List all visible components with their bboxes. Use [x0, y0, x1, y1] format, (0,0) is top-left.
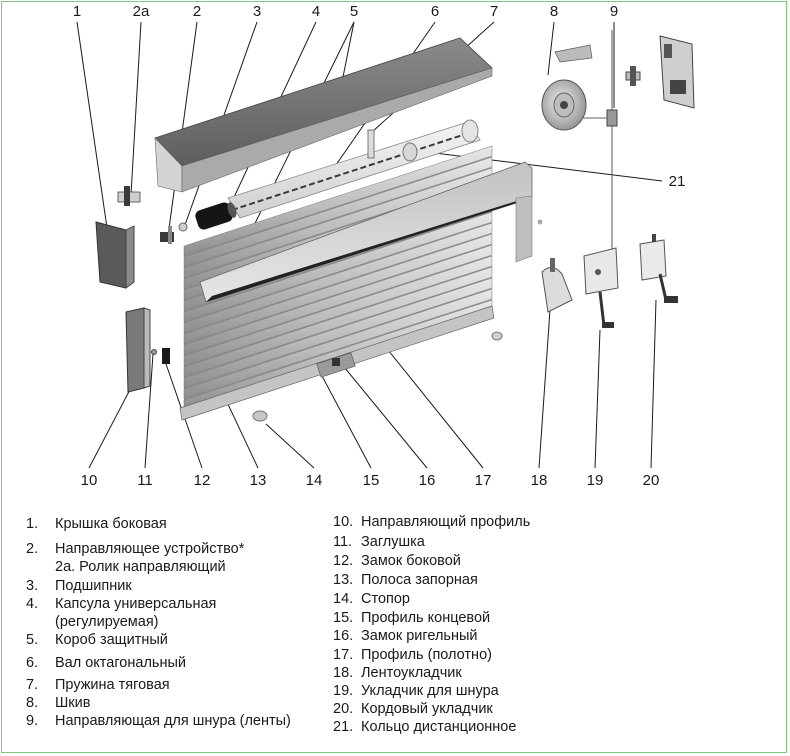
plug	[151, 349, 157, 355]
legend-item: 14.Стопор	[333, 591, 410, 607]
legend-item: 20.Кордовый укладчик	[333, 701, 493, 717]
curtain-slat	[183, 266, 493, 378]
guide-device	[160, 226, 174, 244]
legend-item: 10.Направляющий профиль	[333, 514, 531, 530]
legend-item: 19.Укладчик для шнура	[333, 683, 499, 699]
callout-11: 11	[137, 472, 153, 489]
legend-item: 21.Кольцо дистанционное	[333, 719, 517, 735]
callout-2a: 2a	[133, 3, 150, 20]
mounting-bracket	[659, 35, 695, 109]
callout-13: 13	[250, 472, 267, 489]
legend-item: 3.Подшипник	[26, 578, 132, 594]
callout-1: 1	[73, 3, 81, 20]
guide-roller	[117, 186, 141, 206]
callout-10: 10	[81, 472, 98, 489]
leader-lines	[76, 21, 663, 469]
cord-winder-box	[639, 234, 678, 303]
callout-6: 6	[431, 3, 439, 20]
bracket-clip	[625, 66, 641, 86]
curtain-slat	[183, 211, 493, 323]
stopper-small	[491, 331, 503, 341]
legend-item: 16.Замок ригельный	[333, 628, 478, 644]
universal-capsule	[195, 202, 237, 230]
legend-item: 18.Лентоукладчик	[333, 665, 462, 681]
callout-4: 4	[312, 3, 320, 20]
stopper	[252, 410, 268, 422]
curtain-slat	[183, 277, 493, 389]
curtain-slat	[183, 255, 493, 367]
callout-3: 3	[253, 3, 261, 20]
distance-ring	[402, 142, 418, 162]
bearing	[178, 222, 188, 232]
callout-14: 14	[306, 472, 323, 489]
legend-item: 9.Направляющая для шнура (ленты)	[26, 713, 291, 729]
legend-item: 2а. Ролик направляющий	[55, 559, 226, 575]
legend-item: 13.Полоса запорная	[333, 572, 478, 588]
legend-item: 8.Шкив	[26, 695, 91, 711]
callout-8: 8	[550, 3, 558, 20]
cord-guide	[582, 30, 618, 252]
tape-winder	[541, 258, 573, 313]
legend-item: 2.Направляющее устройство*	[26, 541, 245, 557]
legend-item: 1.Крышка боковая	[26, 516, 167, 532]
legend-item: 6.Вал октагональный	[26, 655, 186, 671]
curtain-slat	[183, 233, 493, 345]
callout-7: 7	[490, 3, 498, 20]
legend-item: 15.Профиль концевой	[333, 610, 491, 626]
callout-9: 9	[610, 3, 618, 20]
curtain-slat	[183, 244, 493, 356]
side-lock	[162, 348, 170, 364]
side-cover	[95, 221, 135, 289]
legend-item: 5.Короб защитный	[26, 632, 168, 648]
callout-15: 15	[363, 472, 380, 489]
callout-18: 18	[531, 472, 548, 489]
legend-item: 7.Пружина тяговая	[26, 677, 170, 693]
screw	[537, 219, 543, 225]
callout-5: 5	[350, 3, 358, 20]
callout-17: 17	[475, 472, 492, 489]
curtain-slat	[183, 288, 493, 400]
callout-20: 20	[643, 472, 660, 489]
end-profile	[316, 352, 356, 378]
exploded-diagram: 1 2a 2 3 4 5 6 7 8 9 21 10 11 12 13 14 1…	[73, 3, 695, 489]
callout-19: 19	[587, 472, 604, 489]
pulley	[541, 44, 593, 131]
curtain-slat	[183, 222, 493, 334]
curtain-slat	[183, 156, 493, 268]
tension-spring	[367, 129, 375, 159]
callout-2: 2	[193, 3, 201, 20]
box-lid	[154, 37, 493, 193]
guide-profile	[125, 307, 151, 393]
legend-item: (регулируемая)	[55, 614, 159, 630]
legend-item: 17.Профиль (полотно)	[333, 647, 492, 663]
callout-21: 21	[669, 173, 686, 190]
callout-12: 12	[194, 472, 211, 489]
callout-16: 16	[419, 472, 436, 489]
curtain-slat	[183, 145, 493, 257]
box-front	[199, 161, 533, 303]
legend-item: 11.Заглушка	[333, 534, 425, 550]
cord-winder	[583, 247, 619, 328]
legend-item: 4.Капсула универсальная	[26, 596, 217, 612]
legend-item: 12.Замок боковой	[333, 553, 461, 569]
